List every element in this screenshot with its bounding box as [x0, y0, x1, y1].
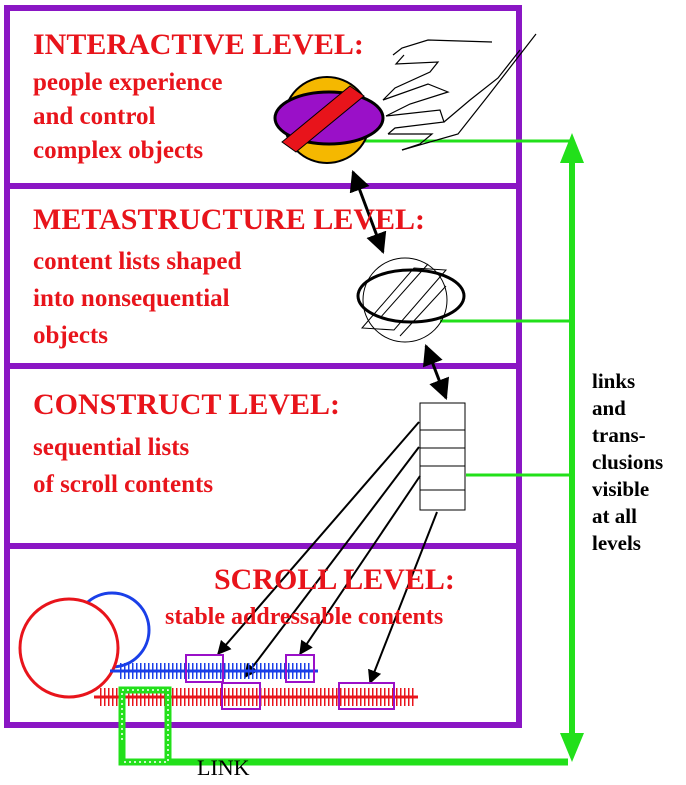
scroll-tapes: [94, 663, 418, 706]
scroll-level-title: SCROLL LEVEL:: [214, 563, 455, 596]
metastructure-object-icon: [356, 257, 466, 343]
description-line: of scroll contents: [33, 471, 214, 498]
side-note-line: and: [592, 396, 626, 420]
construct-list-icon: [419, 402, 466, 511]
green-link-lines: [365, 139, 572, 477]
scroll-content-boxes: [185, 654, 395, 710]
description-line: content lists shaped: [33, 248, 242, 275]
description-line: sequential lists: [33, 434, 190, 461]
interactive-object-icon: [273, 76, 385, 164]
description-line: into nonsequential: [33, 285, 230, 312]
side-note-line: clusions: [592, 450, 664, 474]
levels-double-arrow: [560, 133, 584, 762]
side-note-line: at all: [592, 504, 637, 528]
side-note-line: levels: [592, 531, 641, 555]
link-label: LINK: [197, 755, 250, 780]
hand-icon: [382, 33, 537, 151]
interactive-level-title: INTERACTIVE LEVEL:: [33, 28, 364, 61]
scroll-reels-icon: [18, 591, 151, 699]
link-path: [118, 686, 568, 766]
side-note-line: trans-: [592, 423, 646, 447]
construct-level-title: CONSTRUCT LEVEL:: [33, 388, 341, 421]
description-line: stable addressable contents: [165, 604, 444, 630]
description-line: people experience: [33, 69, 223, 96]
level-connector-arrows: [349, 170, 450, 400]
interactive-level-description: people experience and control complex ob…: [33, 66, 223, 168]
description-line: and control: [33, 103, 156, 130]
side-note-line: visible: [592, 477, 650, 501]
metastructure-level-description: content lists shaped into nonsequential …: [33, 243, 241, 354]
side-note-line: links: [592, 369, 636, 393]
list-to-scroll-arrows: [217, 421, 438, 685]
description-line: objects: [33, 322, 108, 349]
metastructure-level-title: METASTRUCTURE LEVEL:: [33, 203, 426, 236]
side-note: links and trans- clusions visible at all…: [592, 368, 663, 557]
construct-level-description: sequential lists of scroll contents: [33, 429, 213, 503]
scroll-level-description: stable addressable contents: [165, 600, 443, 634]
description-line: complex objects: [33, 137, 204, 164]
